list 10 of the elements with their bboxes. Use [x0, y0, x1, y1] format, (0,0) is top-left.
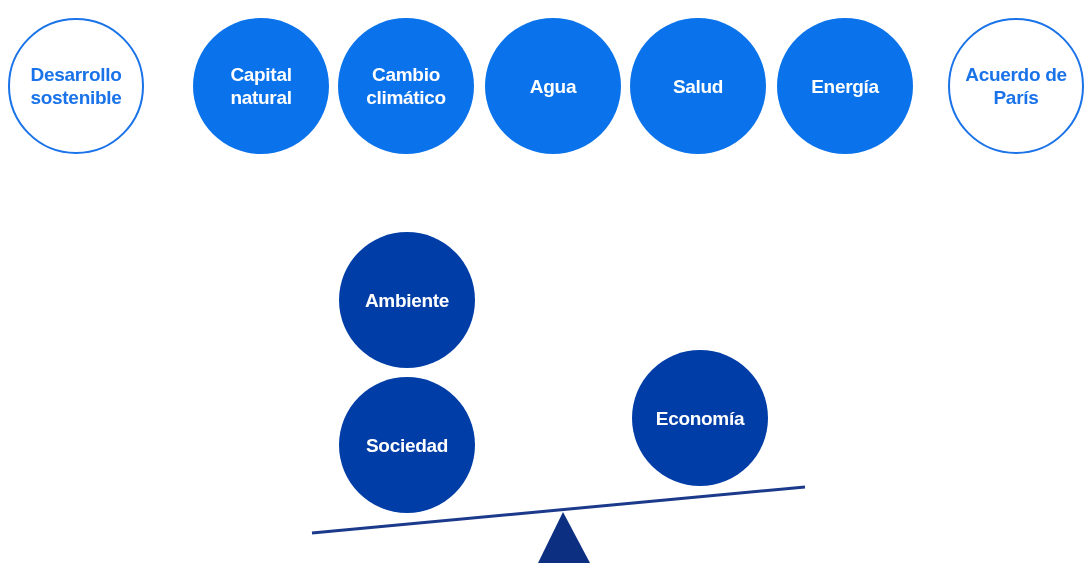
topic-circle: Cambio climático [338, 18, 474, 154]
pillar-circle: Sociedad [339, 377, 475, 513]
topic-circle: Energía [777, 18, 913, 154]
topic-circle: Capital natural [193, 18, 329, 154]
outlined-circle: Acuerdo de París [948, 18, 1084, 154]
topic-circle: Salud [630, 18, 766, 154]
pillar-circle: Ambiente [339, 232, 475, 368]
topic-circle: Agua [485, 18, 621, 154]
pillar-circle: Economía [632, 350, 768, 486]
outlined-circle: Desarrollo sostenible [8, 18, 144, 154]
